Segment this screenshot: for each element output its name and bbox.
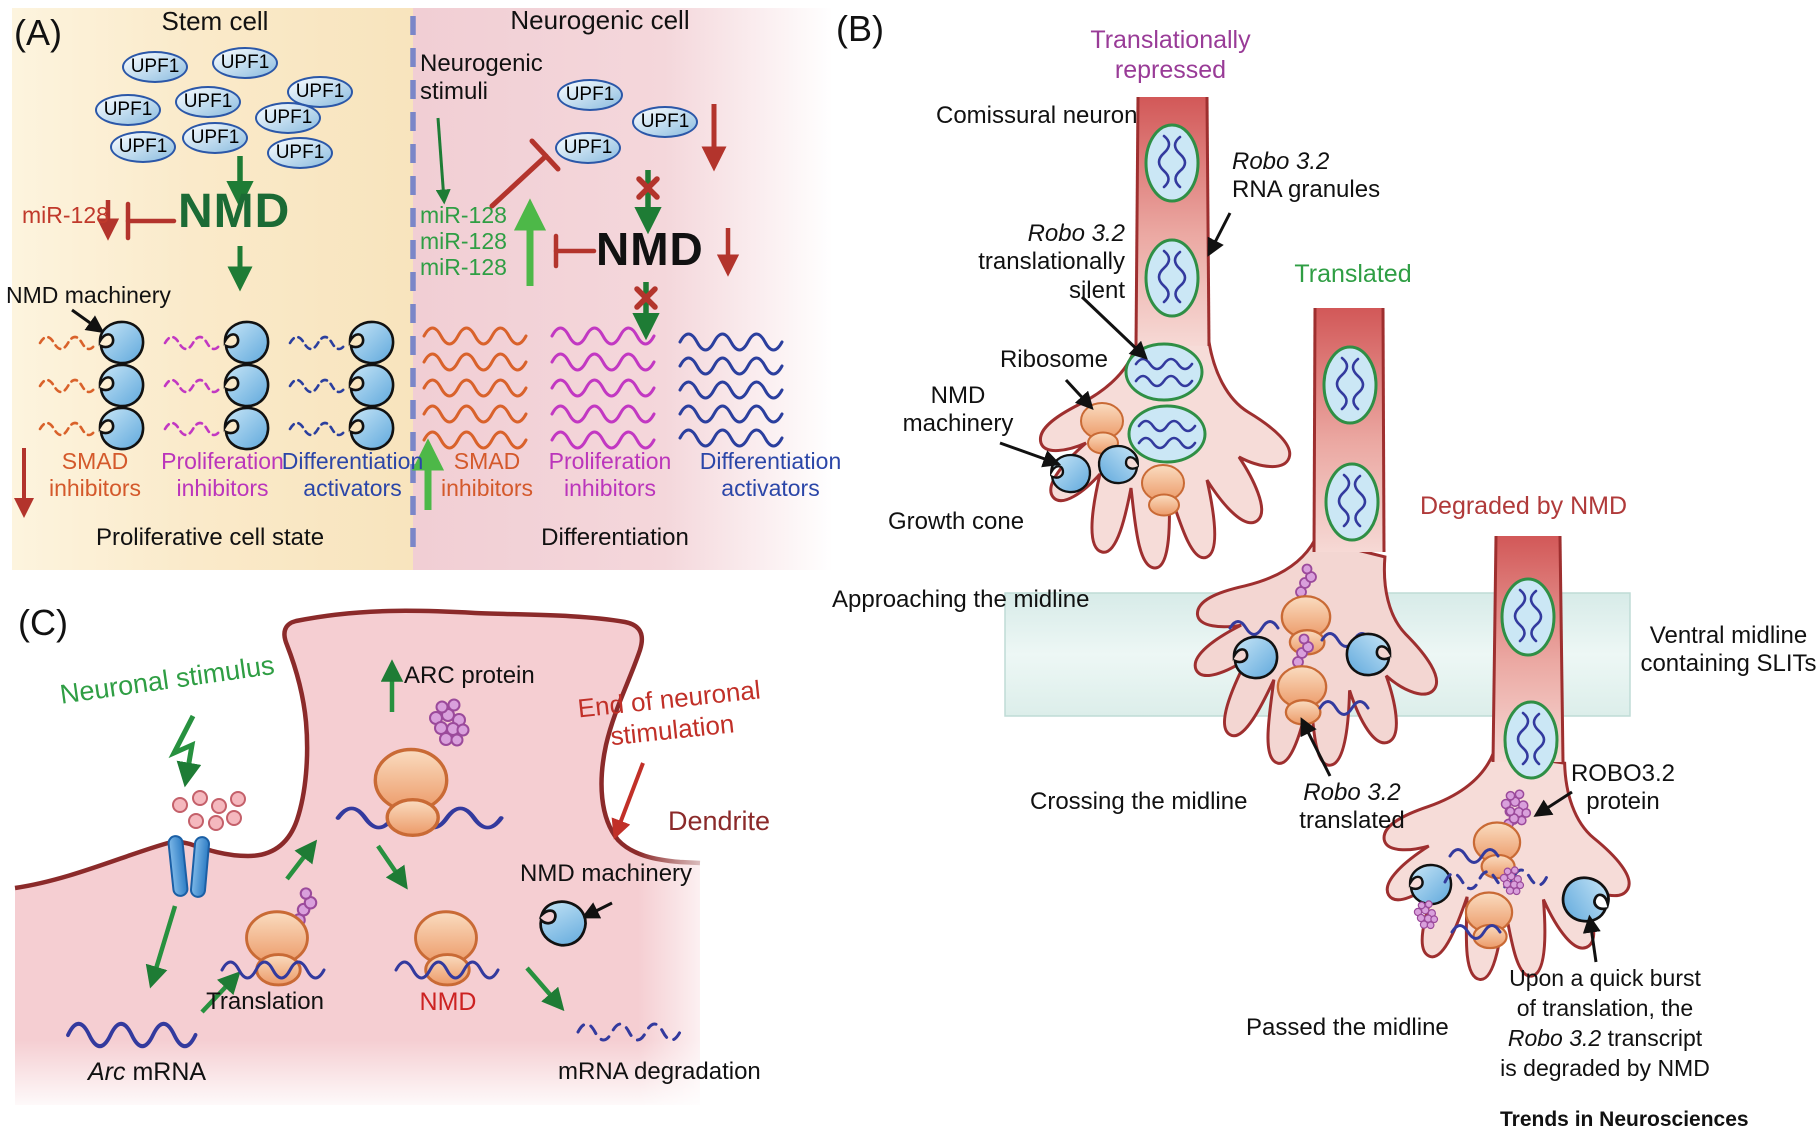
ribosome-label: Ribosome	[999, 346, 1108, 373]
ribosome-pointer-arrow	[1064, 378, 1094, 410]
arc-protein-label: ARC protein	[404, 662, 535, 689]
arc-mrna-label: Arc mRNA	[88, 1058, 207, 1086]
panel-c-shapes	[14, 608, 720, 1110]
upf1-protein: UPF1	[212, 47, 278, 79]
mir128-label: miR-128	[420, 202, 507, 228]
panel-a-shapes	[14, 16, 784, 560]
panel-c-label: (C)	[18, 602, 68, 643]
mir128-label: miR-128	[420, 228, 507, 254]
robo-translated-pointer-arrow	[1300, 717, 1332, 777]
burst-annotation: Upon a quick burst of translation, the R…	[1500, 965, 1710, 1081]
journal-credit: Trends in Neurosciences	[1500, 1108, 1749, 1131]
passed-midline-label: Passed the midline	[1246, 1014, 1449, 1041]
translation-label: Translation	[206, 988, 324, 1015]
crossing-midline-label: Crossing the midline	[1030, 788, 1248, 815]
nmd-machinery-label: NMD machinery	[520, 860, 693, 887]
upf1-protein: UPF1	[555, 132, 621, 164]
upf1-protein: UPF1	[557, 79, 623, 111]
nmd-label-right: NMD	[596, 223, 704, 275]
upf1-protein: UPF1	[110, 131, 176, 163]
stem-cell-title: Stem cell	[161, 6, 269, 36]
upf1-protein: UPF1	[287, 76, 353, 108]
rna-granule	[1503, 700, 1559, 780]
signal-to-mrna-arrow	[145, 905, 178, 989]
mir128-label: miR-128	[420, 254, 507, 280]
dendrite-body	[15, 610, 700, 1105]
to-nmd-arrow	[376, 844, 408, 890]
stimulus-lightning-arrow	[168, 714, 202, 788]
degraded-by-nmd-label: Degraded by NMD	[1420, 492, 1628, 520]
mir128-inhibits-upf1-tbar	[489, 138, 561, 209]
rna-granule	[1144, 123, 1200, 203]
panel-b-label: (B)	[836, 8, 884, 49]
rna-granule	[1124, 342, 1204, 402]
nmd-machinery-label: NMD machinery	[6, 282, 171, 308]
end-stimulation-arrow	[611, 762, 645, 840]
translation-up-arrow	[285, 839, 318, 881]
upf1-protein: UPF1	[175, 86, 241, 118]
growth-cone-label: Growth cone	[888, 508, 1025, 535]
upf1-protein: UPF1	[95, 94, 161, 126]
nmd-label-left: NMD	[178, 185, 291, 238]
nmd-machinery-pointer-arrow	[999, 441, 1062, 468]
axon-crossing	[1165, 307, 1465, 798]
upf1-protein: UPF1	[267, 137, 333, 169]
rna-granule	[1144, 238, 1200, 318]
silent-pointer-arrow	[1080, 295, 1148, 360]
panel-a-label: (A)	[14, 12, 62, 53]
dendrite-right-fade	[638, 850, 720, 1110]
mrna-to-translation-arrow	[200, 971, 241, 1014]
comissural-neuron-label: Comissural neuron	[936, 102, 1138, 129]
dendrite-bottom-fade	[15, 1040, 705, 1110]
rna-granule	[1127, 404, 1207, 464]
rna-granule	[1500, 577, 1556, 657]
neurogenic-cell-title: Neurogenic cell	[510, 5, 690, 35]
upf1-protein: UPF1	[255, 102, 321, 134]
mrna-decay-grid	[38, 320, 395, 451]
proliferative-state-label: Proliferative cell state	[95, 524, 325, 551]
translated-label: Translated	[1294, 260, 1412, 288]
robo-protein-pointer-arrow	[1533, 790, 1573, 817]
burst-pointer-arrow	[1582, 914, 1601, 963]
axon-passed	[1364, 535, 1647, 1000]
neurotransmitter-dots	[172, 790, 246, 831]
upf1-protein: UPF1	[182, 122, 248, 154]
neurogenic-cell-background	[413, 8, 833, 570]
approaching-midline-label: Approaching the midline	[832, 586, 1090, 613]
differentiation-state-label: Differentiation	[541, 524, 689, 551]
mir128-inhibits-nmd-tbar-left	[125, 201, 177, 241]
upf1-protein: UPF1	[122, 51, 188, 83]
axon-approaching	[1038, 96, 1292, 570]
stimuli-to-mir128-arrow	[435, 117, 451, 205]
mir128-label-left: miR-128	[22, 202, 109, 228]
nmd-machinery-pointer-arrow	[581, 901, 613, 919]
upf1-protein: UPF1	[632, 106, 698, 138]
stable-mrna-columns	[422, 326, 784, 450]
mrna-degradation-label: mRNA degradation	[558, 1058, 761, 1085]
nmd-to-degradation-arrow	[525, 966, 565, 1012]
panel-b-shapes	[999, 96, 1647, 1000]
nmd-label: NMD	[419, 988, 477, 1016]
granule-pointer-arrow	[1207, 212, 1232, 257]
dendrite-label: Dendrite	[668, 806, 771, 836]
mir128-inhibits-nmd-tbar-right	[553, 233, 597, 269]
dendrite-membrane	[14, 608, 701, 891]
nmd-machinery-pointer-arrow	[71, 308, 105, 334]
